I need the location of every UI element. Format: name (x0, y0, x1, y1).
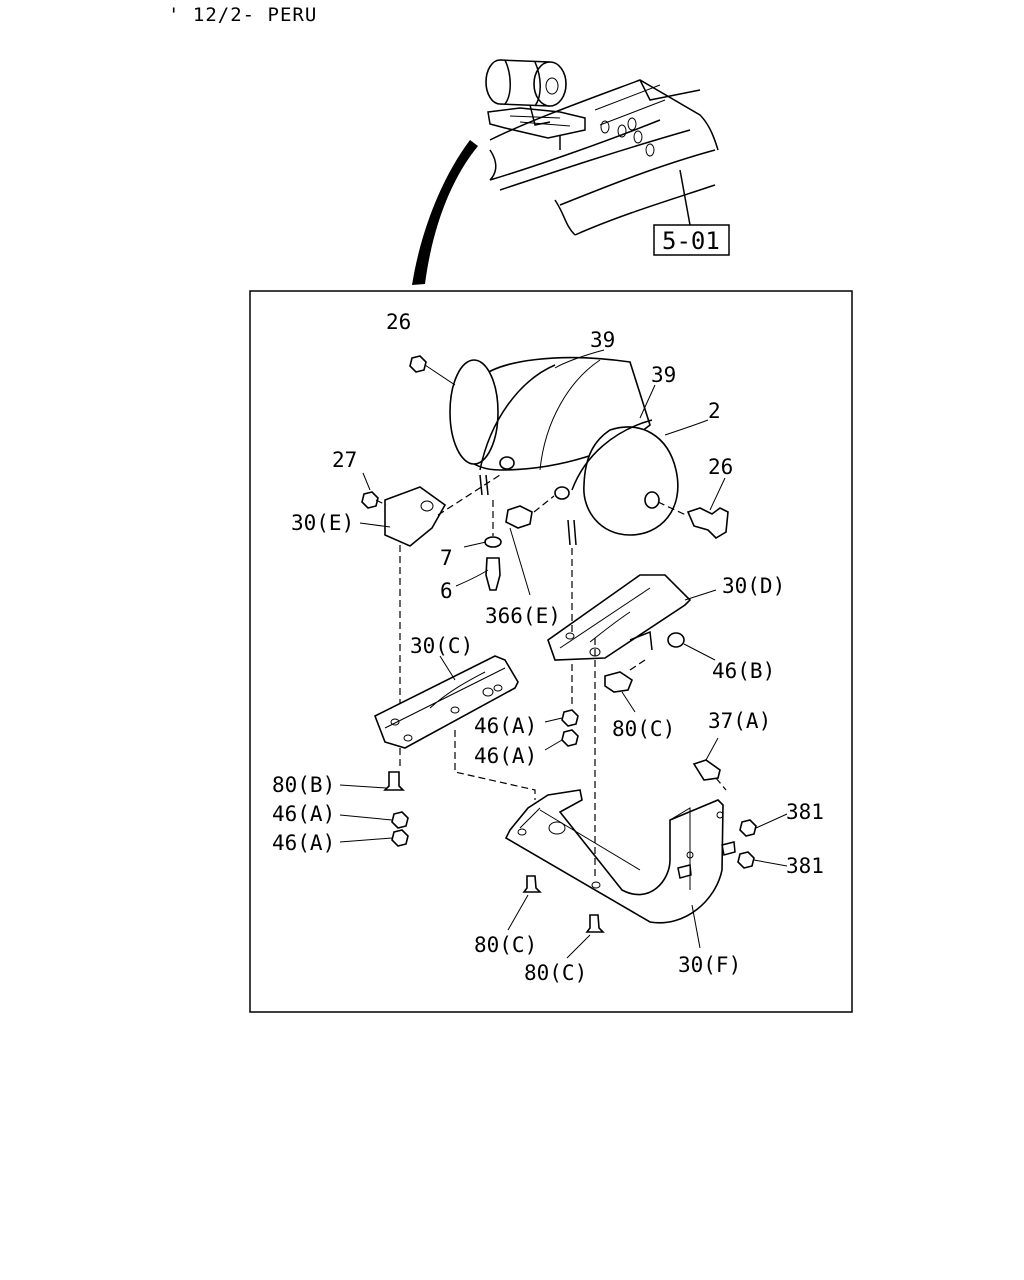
callout-46a-centre-1: 46(A) (474, 714, 537, 738)
bolt-80c-upper (604, 671, 633, 693)
nut-46b (667, 632, 685, 648)
fitting-366e (505, 505, 533, 529)
nut-46a-left-1 (391, 811, 409, 829)
nut-381-upper (739, 819, 757, 837)
nut-46a-centre-1 (561, 709, 579, 727)
callout-80c-lower-left: 80(C) (474, 933, 537, 957)
air-tank (449, 356, 679, 546)
callout-80c-upper: 80(C) (612, 717, 675, 741)
nut-46a-centre-2 (561, 729, 579, 747)
page-header-code: ' 12/2- PERU (168, 4, 318, 26)
bracket-30d (547, 574, 692, 661)
callout-366e: 366(E) (485, 604, 561, 628)
elbow-fitting-27 (686, 507, 729, 540)
callout-80b: 80(B) (272, 773, 335, 797)
callout-30c: 30(C) (410, 634, 473, 658)
callout-39-upper: 39 (590, 328, 615, 352)
detail-frame (249, 290, 853, 1013)
callout-46a-centre-2: 46(A) (474, 744, 537, 768)
callout-39-lower: 39 (651, 363, 676, 387)
callout-30f: 30(F) (678, 953, 741, 977)
nut-26-left (361, 491, 379, 509)
callout-26-left: 27 (332, 448, 357, 472)
callout-6: 6 (440, 579, 453, 603)
callout-46a-left-1: 46(A) (272, 802, 335, 826)
bracket-30e (384, 486, 447, 547)
chassis-overview-inset: 5-01 (412, 59, 730, 285)
bolt-80b (383, 771, 405, 791)
bolt-80c-lower-left (522, 875, 542, 893)
bolt-80c-lower-right (585, 914, 605, 933)
leader-lines (339, 349, 788, 959)
callout-46b: 46(B) (712, 659, 775, 683)
callout-27: 26 (708, 455, 733, 479)
callout-30e: 30(E) (291, 511, 354, 535)
callout-381-upper: 381 (786, 800, 824, 824)
callout-26-top: 26 (386, 310, 411, 334)
reference-box-label: 5-01 (662, 227, 720, 255)
nut-46a-left-2 (391, 829, 409, 847)
callout-46a-left-2: 46(A) (272, 831, 335, 855)
callout-80c-lower-right: 80(C) (524, 961, 587, 985)
callout-381-lower: 381 (786, 854, 824, 878)
bolt-37a (692, 759, 721, 781)
callout-37a: 37(A) (708, 709, 771, 733)
callout-2: 2 (708, 399, 721, 423)
callout-labels: 26 39 39 2 26 27 30(E) 7 6 366(E) 30(D) … (272, 310, 824, 985)
callout-30d: 30(D) (722, 574, 785, 598)
reference-box (653, 224, 730, 256)
nut-26-top (409, 355, 427, 373)
nut-381-lower (737, 851, 755, 869)
callout-7: 7 (440, 546, 453, 570)
washer-7 (484, 536, 502, 548)
fitting-6 (485, 557, 501, 591)
cradle-30f (504, 789, 724, 924)
